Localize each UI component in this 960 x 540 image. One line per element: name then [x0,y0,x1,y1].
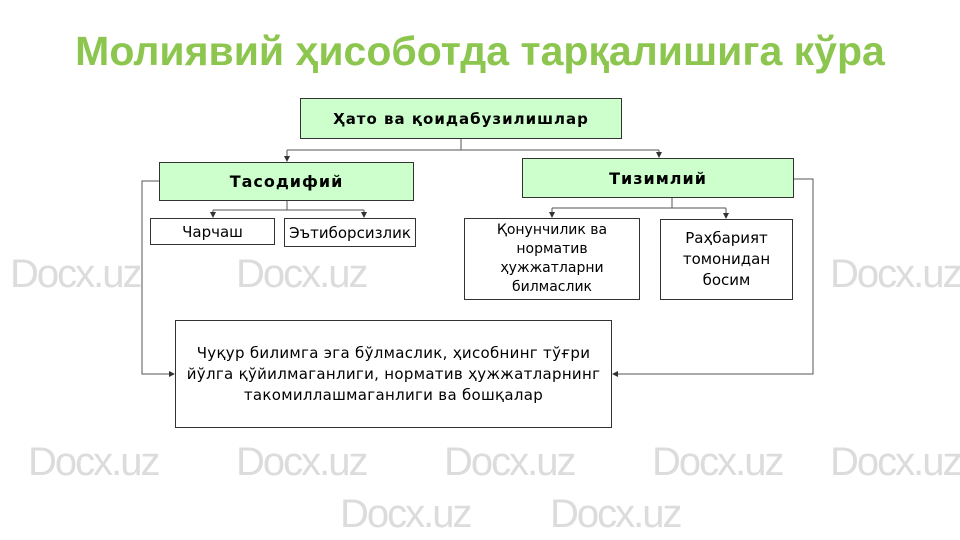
arrow-left-loop [141,180,175,377]
node-other: Чуқур билимга эга бўлмаслик, ҳисобнинг т… [175,320,612,428]
watermark: Docx.uz [10,252,142,296]
watermark: Docx.uz [340,492,472,536]
node-root: Ҳато ва қоидабузилишлар [300,98,622,139]
arrow-right-loop [612,178,814,377]
node-law-ignorance: Қонунчилик ва норматив ҳужжатларни билма… [464,218,640,300]
watermark: Docx.uz [550,492,682,536]
watermark: Docx.uz [830,440,960,484]
watermark: Docx.uz [652,440,784,484]
watermark: Docx.uz [830,252,960,296]
node-random: Тасодифий [159,162,414,201]
node-fatigue: Чарчаш [150,218,275,245]
connector-systematic [552,198,726,209]
watermark: Docx.uz [28,440,160,484]
slide-title: Молиявий ҳисоботда тарқалишига кўра [75,28,885,74]
node-systematic: Тизимлий [522,158,794,198]
watermark: Docx.uz [236,252,368,296]
watermark: Docx.uz [444,440,576,484]
node-management-pressure: Раҳбарият томонидан босим [660,219,793,300]
watermark: Docx.uz [236,440,368,484]
node-carelessness: Эътиборсизлик [284,218,416,247]
connector-root [287,139,659,151]
connector-random [213,201,364,211]
